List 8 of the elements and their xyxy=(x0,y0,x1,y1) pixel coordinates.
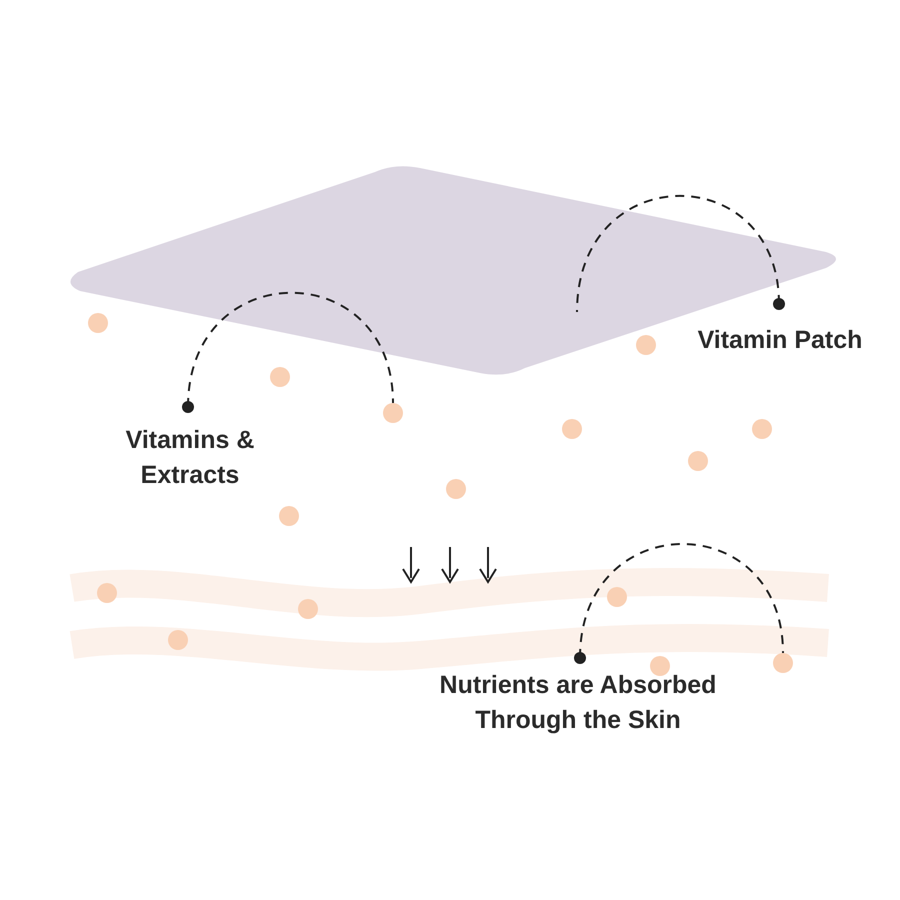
leader-line xyxy=(574,543,784,664)
leader-line xyxy=(576,195,785,312)
callout-label: Vitamins & Extracts xyxy=(95,423,285,493)
nutrient-particle xyxy=(383,403,403,423)
nutrient-particle xyxy=(773,653,793,673)
callout-label: Vitamin Patch xyxy=(690,323,870,358)
callout-label: Nutrients are Absorbed Through the Skin xyxy=(398,668,758,738)
leader-line xyxy=(182,292,394,413)
